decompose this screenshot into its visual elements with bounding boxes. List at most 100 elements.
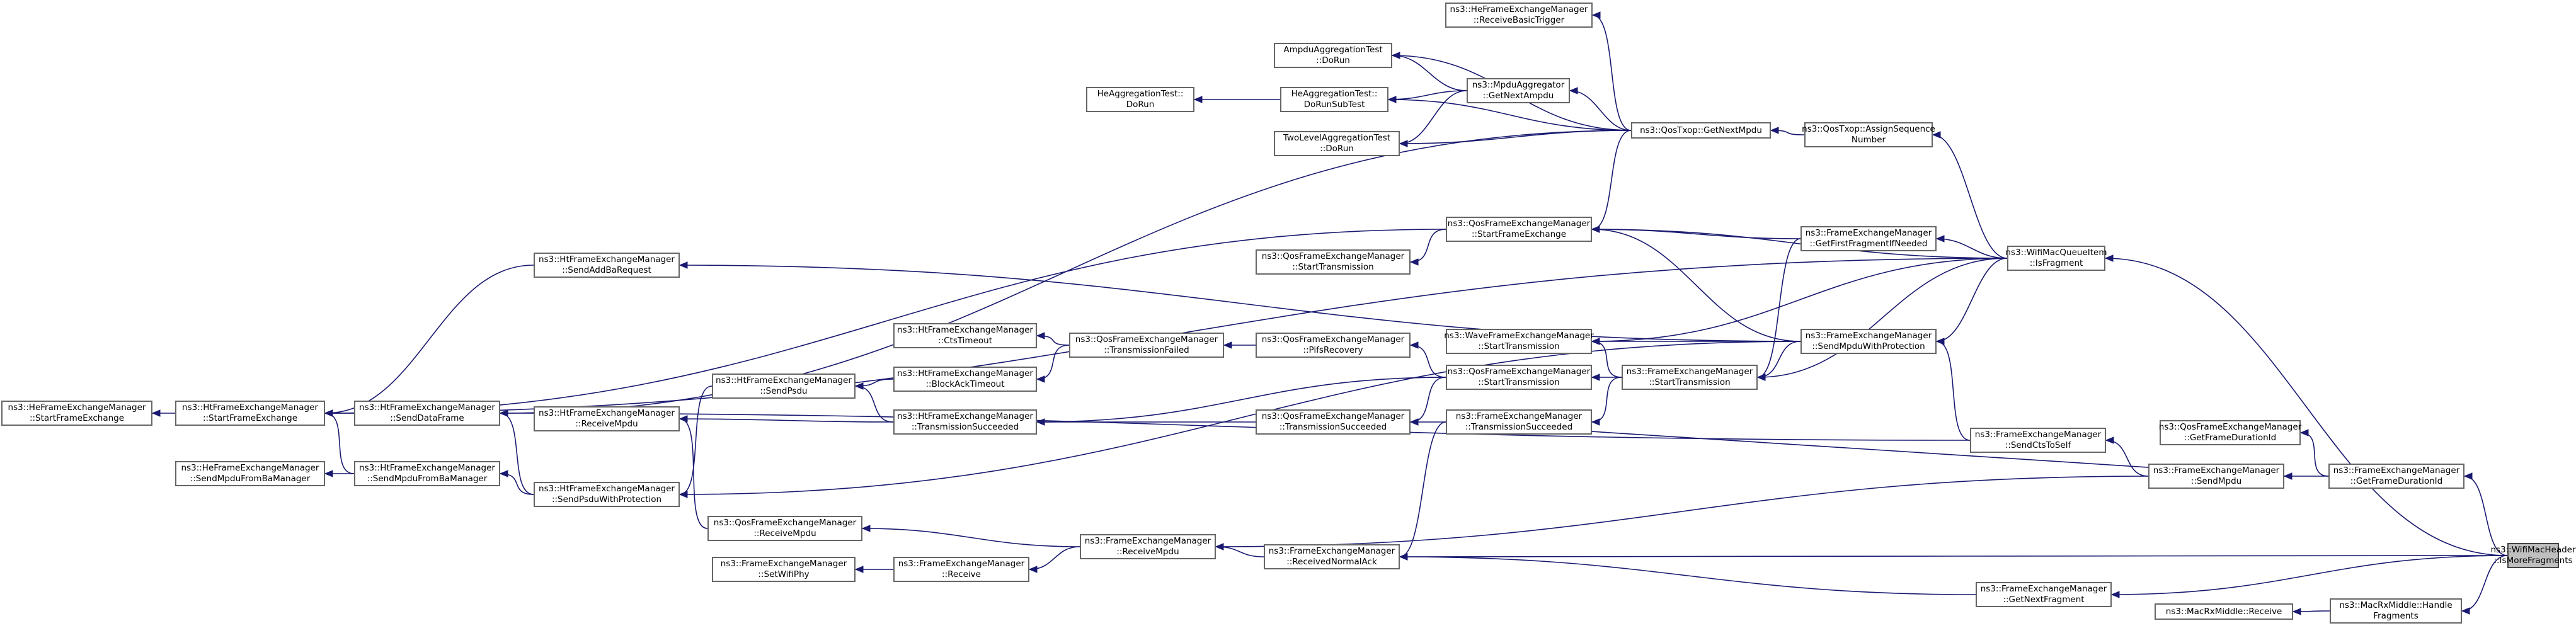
node-fem-sendctstoself[interactable]: ns3::FrameExchangeManager::SendCtsToSelf [1970,428,2106,453]
call-edge-arrowhead [1028,566,1038,573]
node-htfem-blockacktimeout[interactable]: ns3::HtFrameExchangeManager::BlockAckTim… [893,367,1037,392]
call-edge [2300,432,2329,477]
call-edge [1591,341,1622,378]
call-edge-arrowhead [854,382,864,390]
call-edge [1036,377,1446,423]
call-edge-arrowhead [1193,96,1203,103]
call-edge [1591,229,1801,342]
call-edge-arrowhead [1399,553,1408,561]
call-edge [1591,130,1632,230]
node-ampduaggregationtest-dorun[interactable]: AmpduAggregationTest::DoRun [1274,43,1392,68]
node-htfem-receivempdu[interactable]: ns3::HtFrameExchangeManager::ReceiveMpdu [534,406,680,431]
node-qosfem-transmissionfailed[interactable]: ns3::QosFrameExchangeManager::Transmissi… [1069,333,1224,358]
call-edge [500,413,1971,441]
call-edge-arrowhead [1569,87,1578,94]
call-edge [1399,556,1976,595]
call-edge [1399,555,2508,557]
call-edge-arrowhead [2105,436,2114,444]
node-macrxmiddle-receive[interactable]: ns3::MacRxMiddle::Receive [2155,603,2293,620]
call-edge-arrowhead [2299,429,2309,436]
node-hefem-startframeexchange[interactable]: ns3::HeFrameExchangeManager::StartFrameE… [1,401,152,426]
node-fem-receive[interactable]: ns3::FrameExchangeManager::Receive [893,557,1029,582]
call-edge [1757,258,2008,378]
node-wifimacqueueitem-isfragment[interactable]: ns3::WifiMacQueueItem::IsFragment [2006,246,2107,271]
node-qosfem-receivempdu[interactable]: ns3::QosFrameExchangeManager::ReceiveMpd… [707,516,862,541]
call-edge-arrowhead [1387,96,1397,103]
node-heaggregationtest-dorun[interactable]: HeAggregationTest::DoRun [1086,87,1194,112]
call-edge [324,413,355,474]
call-edge-arrowhead [1409,258,1419,266]
call-edge [1591,377,1622,423]
call-edge [679,265,1801,342]
node-fem-starttransmission[interactable]: ns3::FrameExchangeManager::StartTransmis… [1622,365,1758,390]
call-edge [1388,99,1632,131]
node-htfem-startframeexchange[interactable]: ns3::HtFrameExchangeManager::StartFrameE… [175,401,325,426]
call-edge-arrowhead [1591,338,1600,345]
call-edge [1215,476,2149,547]
node-htfem-ctstimeout[interactable]: ns3::HtFrameExchangeManager::CtsTimeout [893,323,1037,348]
call-edge-arrowhead [1935,338,1945,345]
call-edge [324,229,1446,414]
node-qostxop-getnextmpdu[interactable]: ns3::QosTxop::GetNextMpdu [1631,122,1771,139]
call-edge [1936,258,2008,342]
node-qosfem-startframeexchange[interactable]: ns3::QosFrameExchangeManager::StartFrame… [1446,217,1592,242]
node-fem-getfirstfragmentifneeded[interactable]: ns3::FrameExchangeManager::GetFirstFragm… [1800,226,1937,251]
call-edge [862,528,1080,547]
call-edge [679,341,1801,495]
node-fem-sendmpduwithprotection[interactable]: ns3::FrameExchangeManager::SendMpduWithP… [1800,329,1937,354]
call-edge-arrowhead [1215,543,1224,550]
call-edge [2464,476,2508,556]
node-hefem-receivebasictrigger[interactable]: ns3::HeFrameExchangeManager::ReceiveBasi… [1445,3,1593,28]
call-edge-arrowhead [678,415,688,423]
node-qosfem-starttransmission[interactable]: ns3::QosFrameExchangeManager::StartTrans… [1446,365,1592,390]
node-fem-getnextfragment[interactable]: ns3::FrameExchangeManager::GetNextFragme… [1976,582,2112,607]
node-htfem-transmissionsucceeded[interactable]: ns3::HtFrameExchangeManager::Transmissio… [893,409,1037,435]
call-edge-arrowhead [1399,140,1408,147]
call-edge-arrowhead [324,409,333,417]
call-edge [2105,258,2508,556]
node-mpduaggregator-getnextampdu[interactable]: ns3::MpduAggregator::GetNextAmpdu [1467,78,1570,103]
call-edge [500,473,534,495]
call-edge [2111,555,2508,595]
call-edge [1399,90,1467,144]
node-qosfem-starttransmission-caller[interactable]: ns3::QosFrameExchangeManager::StartTrans… [1256,249,1411,275]
call-edge-arrowhead [1391,52,1400,59]
call-edge [1410,377,1446,423]
call-edge [1936,341,1971,441]
node-fem-setwifiphy[interactable]: ns3::FrameExchangeManager::SetWifiPhy [712,557,856,582]
node-fem-getframedurationid[interactable]: ns3::FrameExchangeManager::GetFrameDurat… [2328,464,2464,489]
call-edge [2105,440,2149,477]
node-fem-receivednormalack[interactable]: ns3::FrameExchangeManager::ReceivedNorma… [1264,544,1400,569]
node-qosfem-getframedurationid[interactable]: ns3::QosFrameExchangeManager::GetFrameDu… [2159,420,2301,445]
node-htfem-senddataframe[interactable]: ns3::HtFrameExchangeManager::SendDataFra… [354,401,500,426]
call-edge [1399,421,1446,557]
node-twolevelaggregationtest-dorun[interactable]: TwoLevelAggregationTest::DoRun [1274,131,1400,156]
node-qosfem-pifsrecovery[interactable]: ns3::QosFrameExchangeManager::PifsRecove… [1256,333,1411,358]
node-qosfem-transmissionsucceeded[interactable]: ns3::QosFrameExchangeManager::Transmissi… [1256,409,1411,435]
node-htfem-sendaddbarequest[interactable]: ns3::HtFrameExchangeManager::SendAddBaRe… [534,253,680,278]
call-edge-arrowhead [1036,418,1045,426]
call-edge-arrowhead [2292,608,2301,615]
call-edge-arrowhead [1591,374,1600,381]
call-edge [1932,134,2008,259]
node-fem-transmissionsucceeded[interactable]: ns3::FrameExchangeManager::TransmissionS… [1446,409,1592,435]
node-wavefem-starttransmission[interactable]: ns3::WaveFrameExchangeManager::StartTran… [1444,329,1594,354]
call-edge-arrowhead [861,525,871,532]
node-fem-receivempdu[interactable]: ns3::FrameExchangeManager::ReceiveMpdu [1080,534,1216,559]
call-edge [1592,14,1632,131]
node-htfem-sendmpdufrombamanager[interactable]: ns3::HtFrameExchangeManager::SendMpduFro… [354,461,500,486]
call-edge [1936,238,2008,259]
call-edge [679,418,708,529]
node-hefem-sendmpdufrombamanager[interactable]: ns3::HeFrameExchangeManager::SendMpduFro… [175,461,325,486]
call-edge-arrowhead [499,470,508,477]
node-htfem-sendpsdu[interactable]: ns3::HtFrameExchangeManager::SendPsdu [712,374,856,399]
node-fem-sendmpdu[interactable]: ns3::FrameExchangeManager::SendMpdu [2148,464,2284,489]
node-heaggregationtest-dorunsubtest[interactable]: HeAggregationTest::DoRunSubTest [1280,87,1388,112]
call-edge [1591,258,2008,342]
call-edge-arrowhead [1223,341,1232,349]
call-edge [1399,130,1632,144]
node-htfem-sendpsduwithprotection[interactable]: ns3::HtFrameExchangeManager::SendPsduWit… [534,482,680,507]
